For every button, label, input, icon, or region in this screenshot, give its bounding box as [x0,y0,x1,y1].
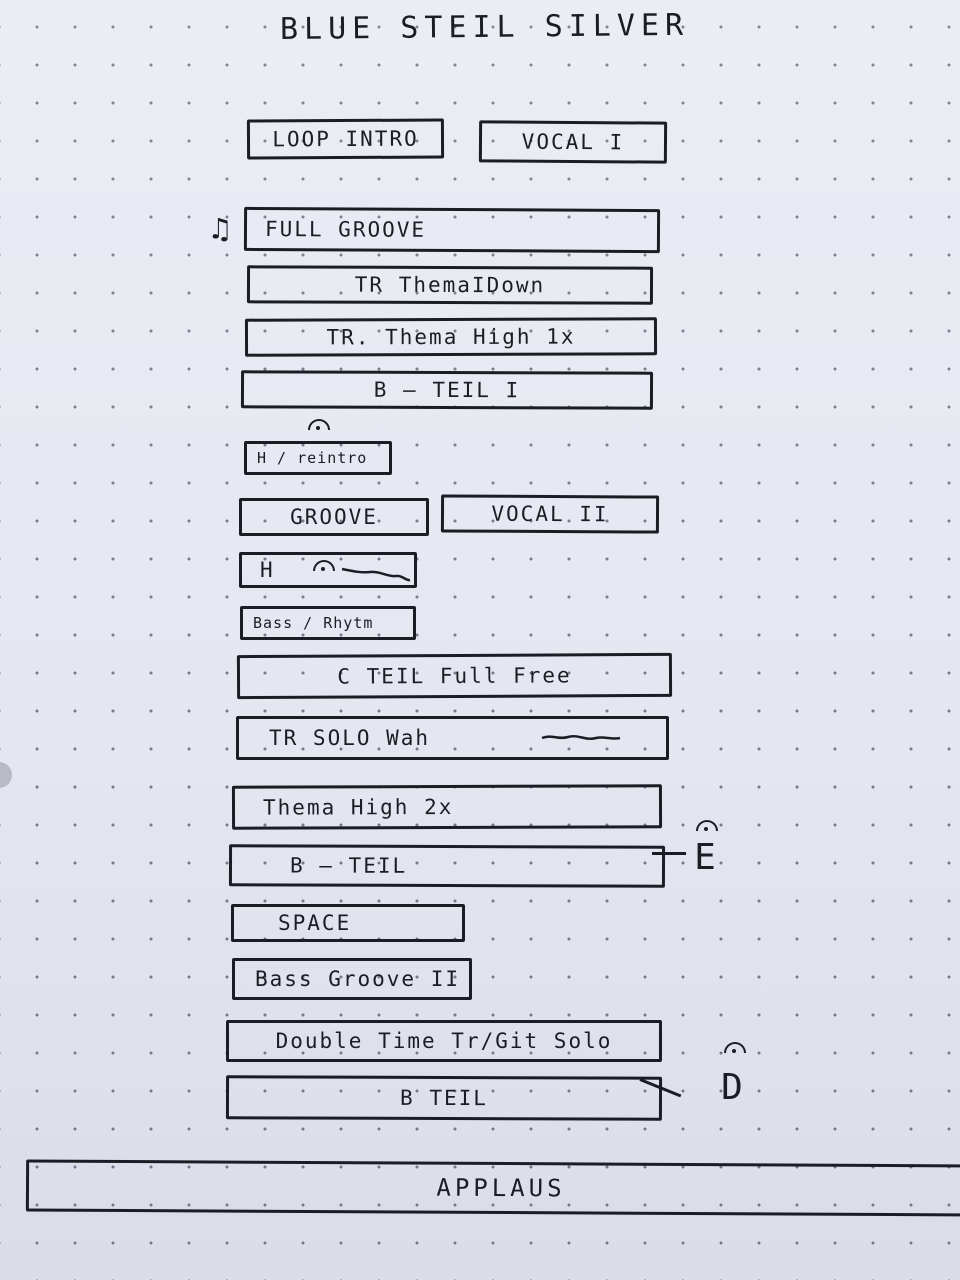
block-double-time: Double Time Tr/Git Solo [226,1020,662,1062]
block-full-groove: FULL GROOVE [243,206,661,254]
block-tr-thema-high: TR. Thema High 1x [244,317,658,357]
d-mark: D [721,1067,743,1108]
block-vocal-2: VOCAL II [440,494,660,534]
squiggle-line-icon [541,735,621,740]
block-b-teil-3: B TEIL [225,1075,663,1121]
e-mark: E [694,837,716,878]
block-h-fermata: H [239,552,417,588]
fermata-icon [313,560,335,571]
block-bass-groove-2: Bass Groove II [232,958,472,1000]
block-vocal-1: VOCAL I [478,120,668,164]
squiggle-line-icon [341,567,411,582]
block-c-teil: C TEIL Full Free [236,652,673,700]
binder-hole [0,762,12,788]
block-bass-rhythm: Bass / Rhytm [240,606,416,640]
fermata-icon [308,419,330,430]
block-applaus: APPLAUS [25,1159,960,1217]
block-thema-high-2x: Thema High 2x [231,784,663,830]
block-space: SPACE [231,904,465,942]
fermata-icon [696,820,718,831]
block-tr-solo-wah: TR SOLO Wah [236,716,669,760]
block-b-teil-2: B – TEIL [228,844,666,888]
page-title: BLUE STEIL SILVER [279,7,690,47]
fermata-icon [724,1042,746,1053]
block-h-label: H [260,558,275,582]
block-loop-intro: LOOP INTRO [246,118,445,160]
block-tr-solo-wah-label: TR SOLO Wah [269,726,431,750]
block-tr-thema-down: TR ThemaIDown [246,265,654,305]
connector-line [652,852,686,855]
block-h-reintro: H / reintro [244,441,392,475]
block-groove: GROOVE [239,498,429,536]
block-b-teil-1: B – TEIL I [240,370,654,410]
music-note-icon: ♫ [210,212,230,247]
